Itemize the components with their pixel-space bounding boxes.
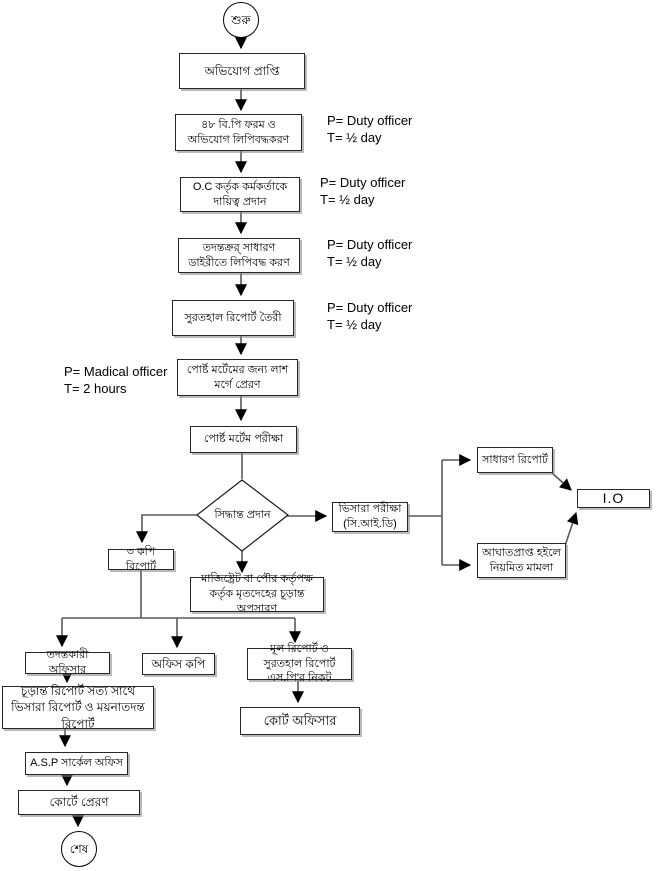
node-label: কোর্ট অফিসার	[263, 713, 337, 729]
node-io: I.O	[577, 489, 650, 508]
node-label: সাধারণ রিপোর্ট	[482, 453, 548, 466]
annotation-duty-2: P= Duty officer T= ½ day	[320, 174, 405, 208]
end-terminator: শেষ	[61, 831, 97, 867]
annotation-duty-3: P= Duty officer T= ½ day	[327, 236, 412, 270]
node-injured-regular-case: আঘাতপ্রাপ্ত হইলে নিয়মিত মামলা	[477, 543, 566, 578]
node-label: O.C কর্তৃক কর্মকর্তাকে দায়িত্ব প্রদান	[192, 180, 288, 208]
annotation-t: T= ½ day	[327, 254, 382, 269]
node-label: I.O	[602, 490, 625, 507]
decision-diamond-shape	[196, 479, 289, 552]
node-inquest-report: সুরতহাল রিপোর্ট তৈরী	[172, 300, 294, 336]
edge-general-report-to-io	[551, 472, 572, 491]
node-label: কোর্টে প্রেরণ	[49, 795, 109, 810]
annotation-p: P= Duty officer	[320, 175, 406, 190]
annotation-p: P= Duty officer	[327, 237, 413, 252]
annotation-p: P= Madical officer	[64, 364, 168, 379]
node-label: তদন্তক্রর্ সাধারণ ডাইরীতে লিপিবদ্ধ করণ	[188, 241, 290, 269]
start-label: শুরু	[231, 12, 251, 27]
node-label: অভিযোগ প্রাপ্তি	[204, 63, 280, 78]
node-complaint-received: অভিযোগ প্রাপ্তি	[179, 53, 305, 89]
node-label: তদন্তকারী অফিসার	[46, 649, 89, 676]
annotation-p: P= Duty officer	[327, 113, 413, 128]
node-magistrate-removal: মাজিষ্ট্রেট বা পৌর কর্তৃপক্ষ কর্তৃক মৃতদ…	[190, 573, 324, 615]
annotation-p: P= Duty officer	[327, 300, 413, 315]
annotation-duty-4: P= Duty officer T= ½ day	[327, 299, 412, 333]
node-bp-form-record: ৪৮ বি.পি ফরম ও অভিযোগ লিপিবদ্ধকরণ	[175, 114, 302, 151]
node-label: অফিস কপি	[151, 656, 206, 671]
edge-decision-to-three-copy	[136, 514, 198, 544]
annotation-t: T= ½ day	[327, 130, 382, 145]
node-send-body-morgue: পোর্ষ্ট মর্টেমের জন্য লাশ মর্গে প্রেরণ	[177, 359, 298, 396]
node-three-copy-report: ৩ কপি রিপোর্ট	[108, 546, 174, 573]
node-label: ৩ কপি রিপোর্ট	[125, 545, 157, 573]
node-label: পোর্ষ্ট মর্টেমের জন্য লাশ মর্গে প্রেরণ	[186, 363, 289, 391]
node-label: A.S.P সার্কেল অফিস	[30, 757, 123, 770]
node-main-report-to-sp: মূল রিপোর্ট ও সুরতহাল রিপোর্ট এস.পি'র নি…	[247, 643, 352, 684]
annotation-medical: P= Madical officer T= 2 hours	[64, 363, 167, 397]
node-investigating-officer: তদন্তকারী অফিসার	[25, 649, 110, 676]
node-label: চূড়ান্ত রিপোর্ট সত্য সাথে ভিসারা রিপোর্…	[11, 684, 145, 731]
node-label: ৪৮ বি.পি ফরম ও অভিযোগ লিপিবদ্ধকরণ	[187, 118, 290, 146]
node-label: ভিসারা পরীক্ষা (সি.আই.ডি)	[338, 503, 402, 530]
node-court-officer: কোর্ট অফিসার	[240, 707, 360, 735]
node-gd-record: তদন্তক্রর্ সাধারণ ডাইরীতে লিপিবদ্ধ করণ	[178, 238, 300, 273]
node-decision: সিদ্ধান্ত প্রদান	[197, 480, 288, 550]
node-send-to-court: কোর্টে প্রেরণ	[18, 790, 140, 815]
annotation-t: T= 2 hours	[64, 381, 127, 396]
node-asp-circle-office: A.S.P সার্কেল অফিস	[25, 752, 128, 775]
node-viscera-exam: ভিসারা পরীক্ষা (সি.আই.ডি)	[332, 502, 408, 532]
node-label: সিদ্ধান্ত প্রদান	[214, 508, 271, 521]
annotation-t: T= ½ day	[327, 317, 382, 332]
node-postmortem-exam: পোর্ষ্ট মর্টেম পরীক্ষা	[190, 426, 297, 453]
node-label: পোর্ষ্ট মর্টেম পরীক্ষা	[203, 433, 284, 446]
node-oc-assign-duty: O.C কর্তৃক কর্মকর্তাকে দায়িত্ব প্রদান	[180, 177, 300, 212]
node-label: সুরতহাল রিপোর্ট তৈরী	[184, 311, 282, 324]
node-label: আঘাতপ্রাপ্ত হইলে নিয়মিত মামলা	[482, 546, 561, 574]
start-terminator: শুরু	[223, 2, 259, 38]
annotation-duty-1: P= Duty officer T= ½ day	[327, 112, 412, 146]
end-label: শেষ	[69, 841, 89, 856]
annotation-t: T= ½ day	[320, 192, 375, 207]
node-final-report-with-viscera: চূড়ান্ত রিপোর্ট সত্য সাথে ভিসারা রিপোর্…	[2, 684, 154, 731]
node-label: মাজিষ্ট্রেট বা পৌর কর্তৃপক্ষ কর্তৃক মৃতদ…	[201, 573, 313, 615]
node-general-report: সাধারণ রিপোর্ট	[477, 447, 553, 473]
node-label: মূল রিপোর্ট ও সুরতহাল রিপোর্ট এস.পি'র নি…	[263, 642, 336, 685]
edge-injured-case-to-io	[564, 511, 579, 547]
node-office-copy: অফিস কপি	[142, 653, 215, 675]
